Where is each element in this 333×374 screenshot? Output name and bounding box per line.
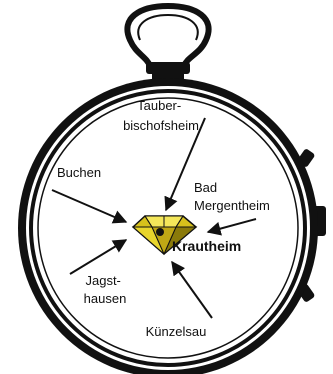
label-buchen: Buchen <box>57 165 101 180</box>
pocket-watch-icon <box>18 6 326 374</box>
label-kuenzelsau: Künzelsau <box>146 324 207 339</box>
center-label-krautheim: Krautheim <box>172 238 241 254</box>
